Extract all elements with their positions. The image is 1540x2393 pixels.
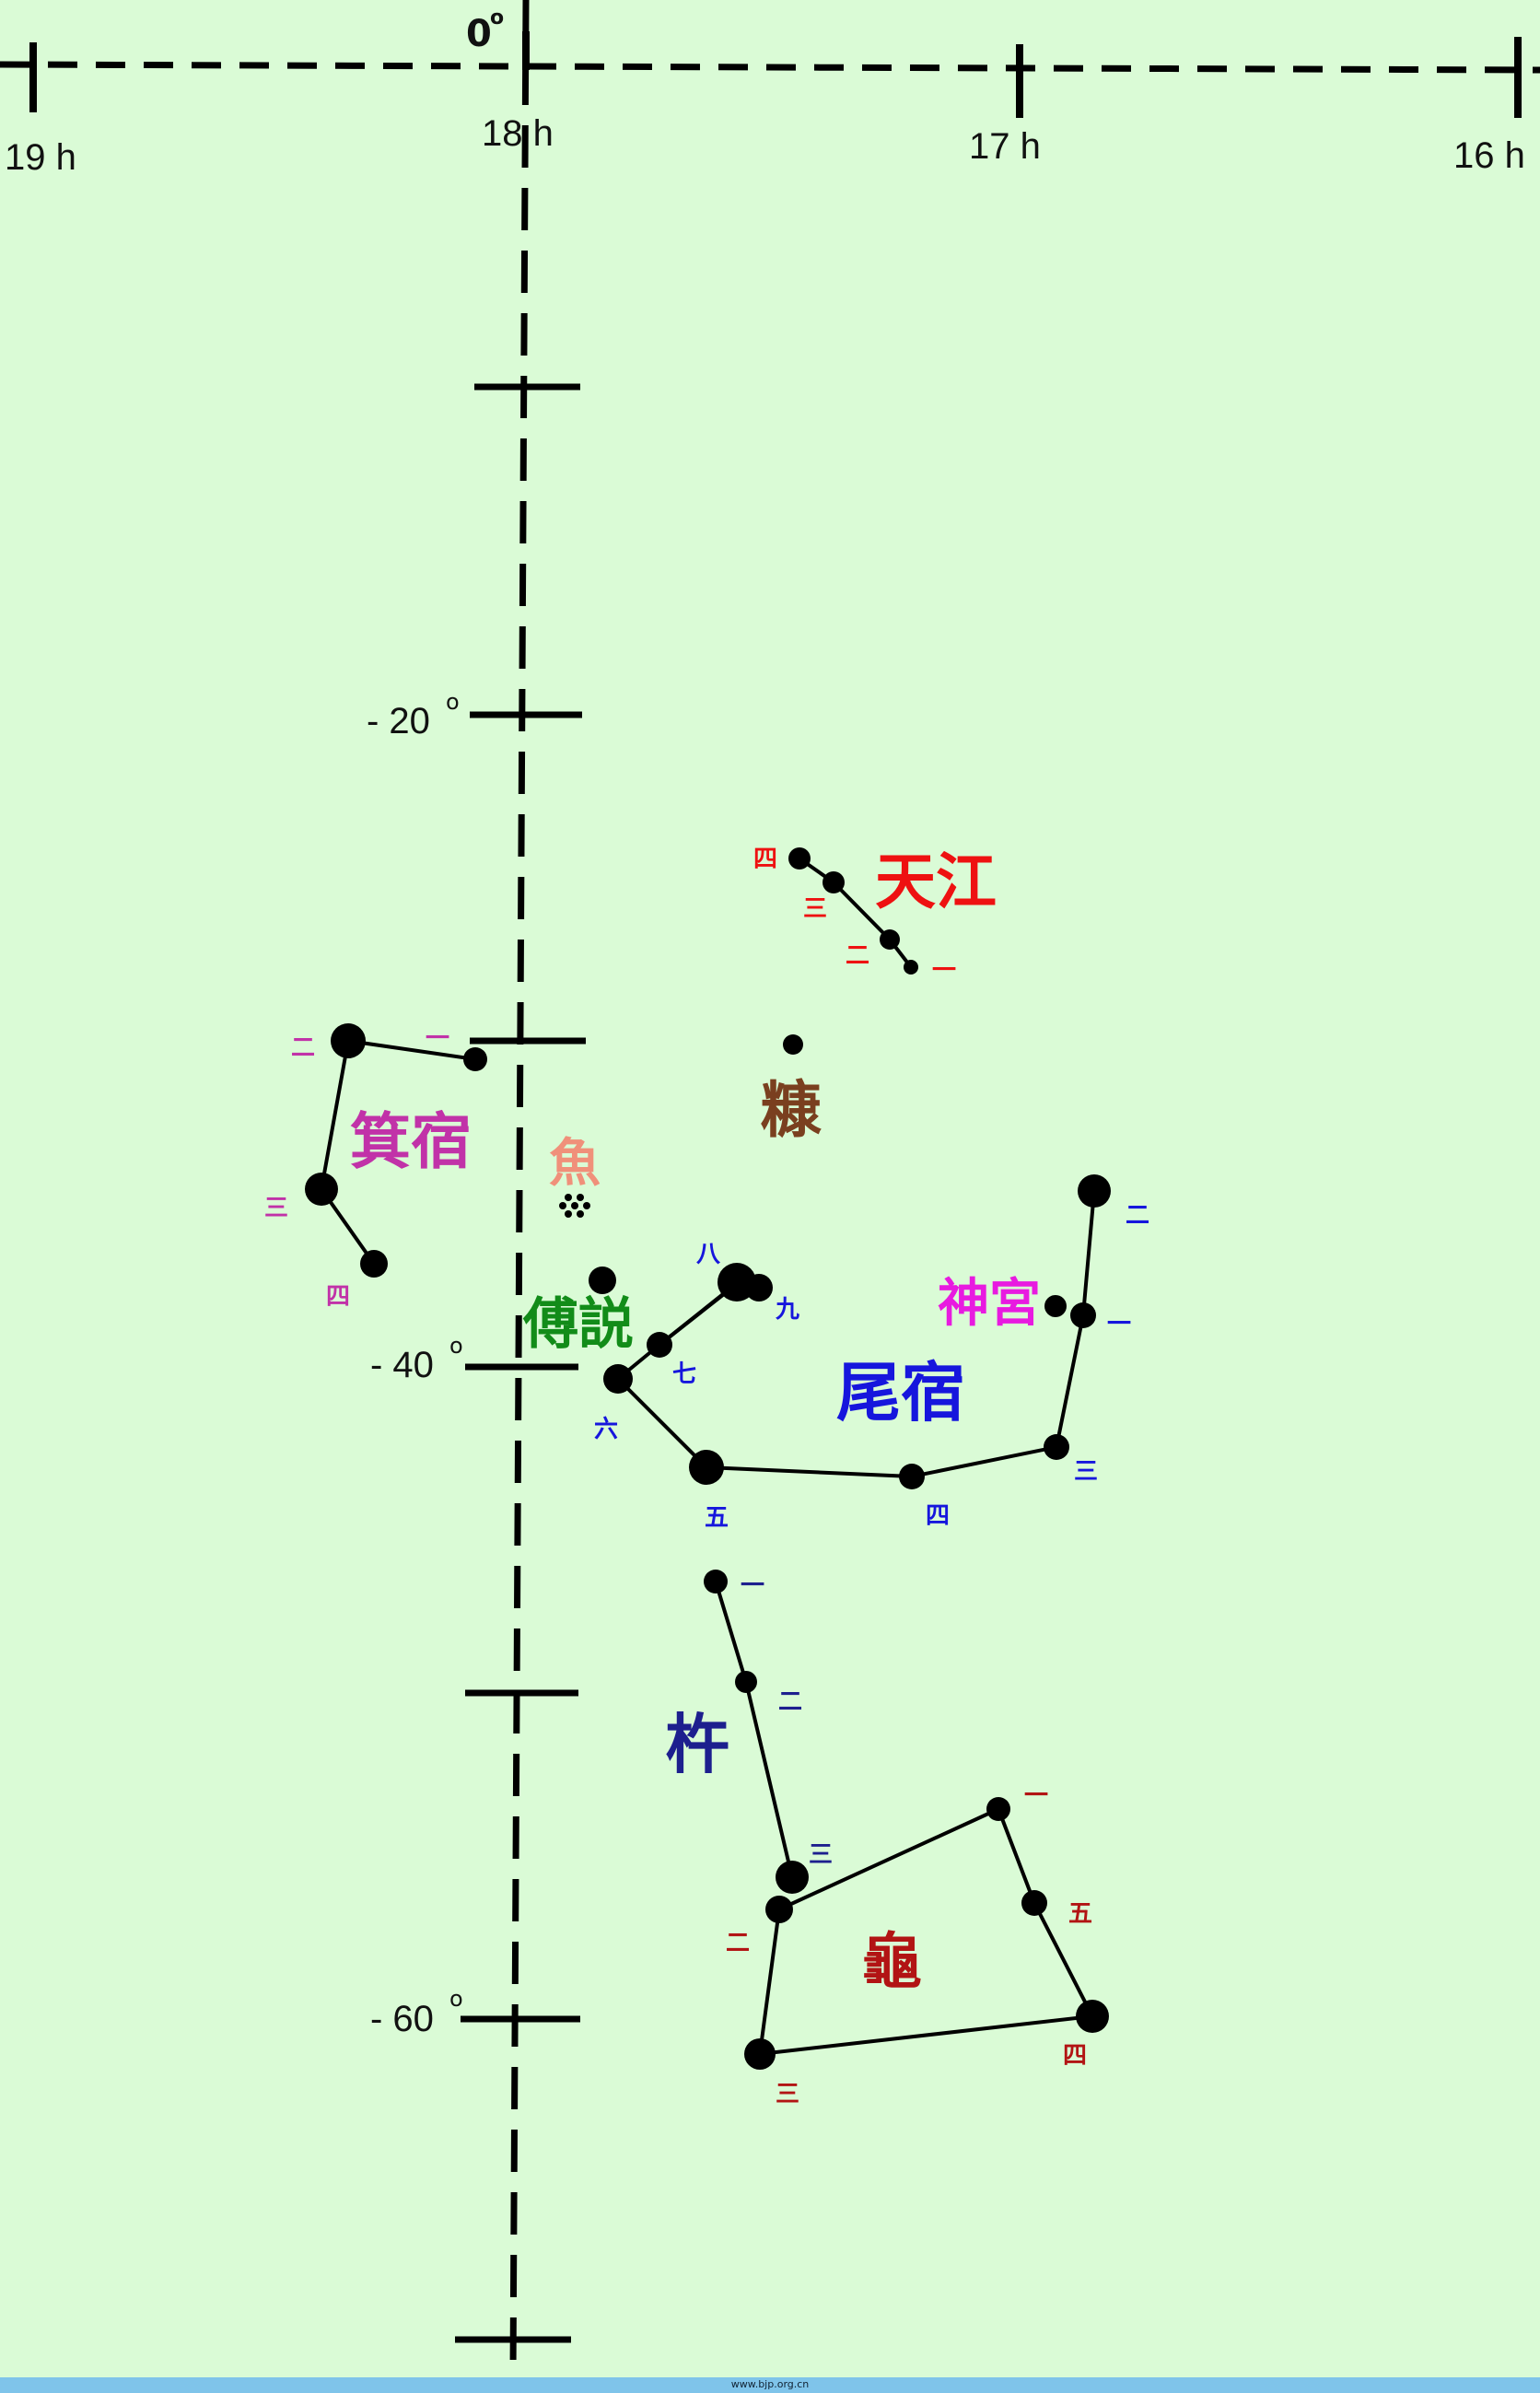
ra17-label: 17 h [969, 126, 1041, 167]
footer-bar: www.bjp.org.cn [0, 2377, 1540, 2393]
tianjiang-star-4 [788, 847, 811, 870]
fuyue-star [589, 1267, 616, 1294]
dec-40-degree: o [449, 1333, 463, 1359]
wei-star-3 [1044, 1434, 1069, 1460]
tianjiang-star-1-label: 一 [932, 957, 956, 985]
chu-star-2-label: 二 [778, 1688, 802, 1716]
wei-star-2 [1078, 1174, 1111, 1208]
dec-20-label: - 20 [367, 701, 430, 741]
tianjiang-star-2 [880, 929, 900, 950]
dec-60-degree: o [449, 1986, 463, 2012]
wei-star-4 [899, 1464, 925, 1489]
tianjiang-star-4-label: 四 [753, 846, 777, 873]
tianjiang-star-3 [822, 871, 845, 893]
tianjiang-lines [798, 857, 913, 969]
ji-star-4 [360, 1250, 388, 1278]
ra19-label: 19 h [5, 137, 76, 178]
chu-star-1 [704, 1570, 728, 1593]
chu-star-2 [735, 1671, 757, 1693]
ji-star-4-label: 四 [326, 1283, 350, 1311]
wei-star-9 [745, 1274, 773, 1302]
ji-star-3-label: 三 [264, 1195, 288, 1222]
yu-label: 魚 [549, 1133, 601, 1194]
wei-star-7 [647, 1332, 672, 1358]
zero-label: 0 [466, 13, 492, 55]
wei-star-5 [689, 1450, 724, 1485]
ji-star-3 [305, 1173, 338, 1206]
gui-star-4-label: 四 [1063, 2042, 1087, 2070]
ji-lines [319, 1038, 476, 1266]
wei-star-7-label: 七 [672, 1360, 696, 1388]
ra18-line [509, 0, 530, 2378]
gui-star-2-label: 二 [726, 1930, 750, 1957]
tianjiang-star-2-label: 二 [846, 942, 869, 970]
ji-star-2 [331, 1023, 366, 1058]
yu-star-cluster [559, 1194, 590, 1218]
shengong-star [1044, 1295, 1067, 1317]
wei-star-6-label: 六 [594, 1416, 618, 1443]
zero-degree-mark: o [490, 6, 504, 29]
ji-star-1-label: 一 [426, 1025, 449, 1053]
kang-label: 糠 [761, 1074, 822, 1146]
wei-star-1 [1070, 1302, 1096, 1328]
chu-star-1-label: 一 [741, 1572, 764, 1600]
dec-60-label: - 60 [370, 1999, 434, 2039]
equator-line [0, 61, 1540, 74]
chu-label: 杵 [665, 1706, 729, 1782]
gui-star-5 [1021, 1890, 1047, 1916]
kang-star [783, 1034, 803, 1055]
ra16-label: 16 h [1453, 135, 1525, 176]
dec-40-label: - 40 [370, 1345, 434, 1385]
tianjiang-label: 天江 [875, 846, 997, 917]
gui-star-4 [1076, 2000, 1109, 2033]
wei-star-2-label: 二 [1126, 1202, 1149, 1230]
gui-star-1-label: 一 [1024, 1782, 1048, 1810]
ji-label: 箕宿 [350, 1105, 472, 1177]
gui-lines [757, 1806, 1096, 2057]
wei-label: 尾宿 [836, 1354, 965, 1430]
fuyue-label: 傅説 [522, 1292, 634, 1357]
tianjiang-star-1 [904, 960, 918, 975]
tianjiang-star-3-label: 三 [803, 895, 827, 923]
wei-star-4-label: 四 [926, 1502, 950, 1530]
gui-star-3-label: 三 [776, 2081, 799, 2108]
wei-star-6 [603, 1364, 633, 1394]
shengong-label: 神宮 [938, 1273, 1041, 1334]
gui-star-5-label: 五 [1068, 1900, 1092, 1928]
ji-star-1 [463, 1047, 487, 1071]
wei-star-3-label: 三 [1074, 1458, 1098, 1486]
chu-star-3 [776, 1861, 809, 1894]
wei-star-5-label: 五 [705, 1504, 729, 1532]
gui-star-1 [986, 1797, 1010, 1821]
ra18-label: 18 h [482, 113, 554, 154]
gui-star-2 [765, 1896, 793, 1923]
wei-star-9-label: 九 [775, 1296, 799, 1324]
chu-star-3-label: 三 [809, 1841, 833, 1869]
gui-label: 龜 [861, 1925, 922, 1997]
wei-lines [615, 1190, 1096, 1479]
gui-star-3 [744, 2038, 776, 2070]
dec-20-degree: o [446, 689, 460, 715]
wei-star-1-label: 一 [1107, 1311, 1131, 1338]
ji-star-2-label: 二 [291, 1034, 315, 1062]
wei-star-8-label: 八 [696, 1241, 721, 1268]
footer-text: www.bjp.org.cn [730, 2378, 810, 2390]
